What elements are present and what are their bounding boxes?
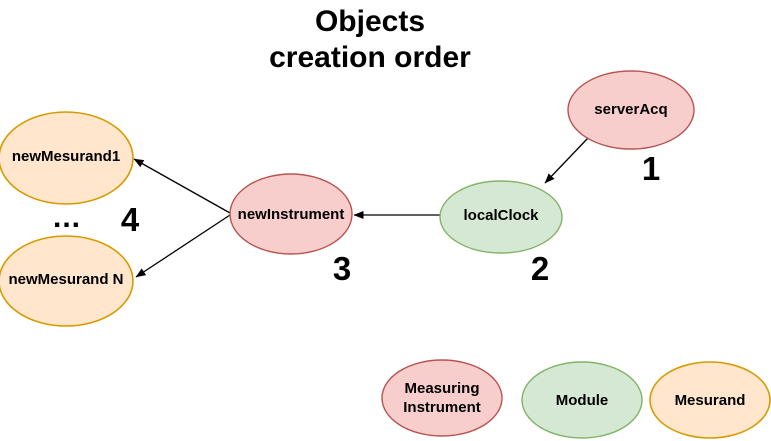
mesurand-group-annotations: ... 4 xyxy=(53,201,140,238)
node-newinstrument: newInstrument 3 xyxy=(229,173,353,287)
mesurand-ellipsis: ... xyxy=(53,201,81,234)
node-newmesurandn: newMesurand N xyxy=(0,235,134,327)
arrow-newinstrument-to-newmesurand1 xyxy=(133,158,231,214)
node-localclock: localClock 2 xyxy=(439,180,563,287)
arrow-newinstrument-to-newmesurandn xyxy=(135,214,231,278)
serveracq-ellipse xyxy=(567,70,695,150)
edges xyxy=(133,137,589,278)
node-serveracq: serverAcq 1 xyxy=(567,70,695,187)
legend-measuring-instrument-ellipse xyxy=(381,359,503,437)
newmesurandn-label: newMesurand N xyxy=(8,271,123,288)
localclock-label: localClock xyxy=(463,207,539,224)
newmesurand1-label: newMesurand1 xyxy=(12,148,120,165)
order-number-2: 2 xyxy=(531,250,549,287)
newinstrument-label: newInstrument xyxy=(238,206,345,223)
legend-module: Module xyxy=(521,361,643,439)
arrow-serveracq-to-localclock xyxy=(544,137,589,184)
title-line-2: creation order xyxy=(269,41,471,74)
newinstrument-ellipse xyxy=(229,173,353,255)
diagram-title: Objects creation order xyxy=(269,5,471,74)
title-line-1: Objects xyxy=(315,5,425,38)
legend: Measuring Instrument Module Mesurand xyxy=(381,359,771,439)
order-number-4: 4 xyxy=(121,201,140,238)
legend-measuring-instrument: Measuring Instrument xyxy=(381,359,503,437)
order-number-3: 3 xyxy=(333,250,351,287)
legend-measuring-instrument-line2: Instrument xyxy=(403,399,481,416)
serveracq-label: serverAcq xyxy=(594,101,667,118)
legend-module-ellipse xyxy=(521,361,643,439)
legend-measuring-instrument-line1: Measuring xyxy=(404,380,479,397)
newmesurandn-ellipse xyxy=(0,235,134,327)
legend-mesurand-label: Mesurand xyxy=(675,392,746,409)
newmesurand1-ellipse xyxy=(0,111,134,205)
node-newmesurand1: newMesurand1 xyxy=(0,111,134,205)
legend-mesurand: Mesurand xyxy=(649,361,771,439)
legend-module-label: Module xyxy=(556,392,609,409)
localclock-ellipse xyxy=(439,180,563,254)
order-number-1: 1 xyxy=(642,150,660,187)
legend-mesurand-ellipse xyxy=(649,361,771,439)
